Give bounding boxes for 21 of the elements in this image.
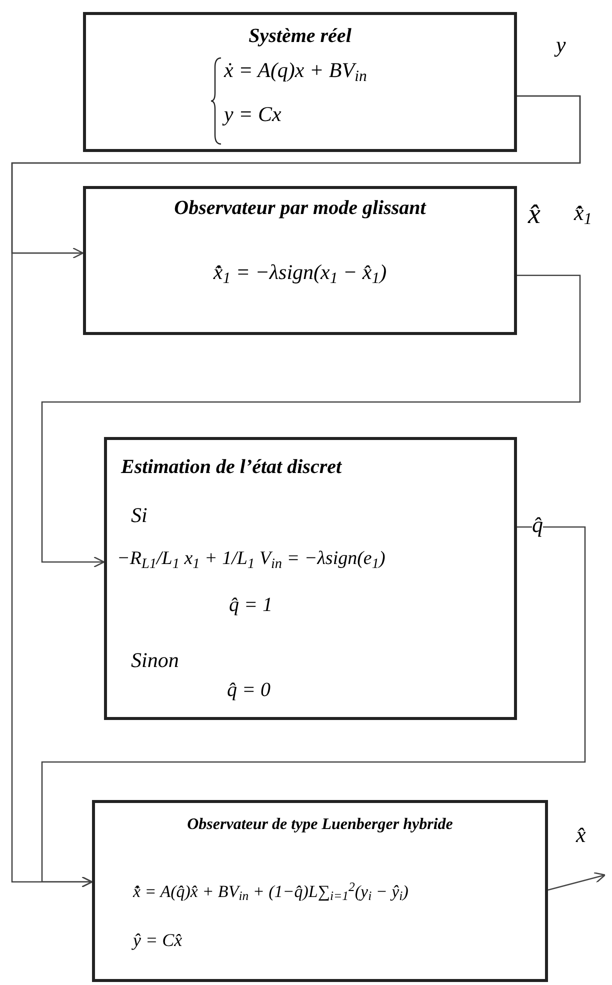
equation-text: q̂ = 1 — [229, 593, 272, 618]
connector-arrow — [548, 872, 606, 891]
equation-text: y = Cx — [224, 101, 282, 128]
process-box — [83, 12, 517, 152]
connector-arrow — [41, 526, 586, 888]
equation-text: q̂ = 0 — [227, 678, 270, 703]
equation-text: x̂̇ = A(q̂)x̂ + BV$_{in}$ + (1−q̂)L∑$_{i=1}$$^{2}$(y$_{i}$ − ŷ$_{i}$) — [133, 879, 408, 904]
connector-arrow — [41, 274, 581, 568]
equation-text: Sinon — [131, 647, 179, 674]
equation-text: −R$_{L1}$/L$_{1}$ x$_{1}$ + 1/L$_{1}$ V$_{in}$ = −λsign(e$_{1}$) — [117, 547, 386, 574]
box-title: Observateur par mode glissant — [173, 196, 428, 221]
process-box — [83, 186, 517, 335]
equation-text: ŷ = Cx̂ — [133, 929, 182, 952]
equation-text: ẋ = A(q)x + BV$_{in}$ — [224, 57, 367, 86]
box-title: Estimation de l’état discret — [121, 455, 342, 480]
box-title: Observateur de type Luenberger hybride — [186, 815, 454, 835]
equation-text: Si — [131, 502, 148, 529]
process-box — [92, 800, 548, 982]
box-title: Système réel — [248, 24, 352, 49]
process-box — [104, 437, 517, 720]
equation-text: x̂̇$_{1}$ = −λsign(x$_{1}$ − x̂$_{1}$) — [212, 259, 388, 288]
